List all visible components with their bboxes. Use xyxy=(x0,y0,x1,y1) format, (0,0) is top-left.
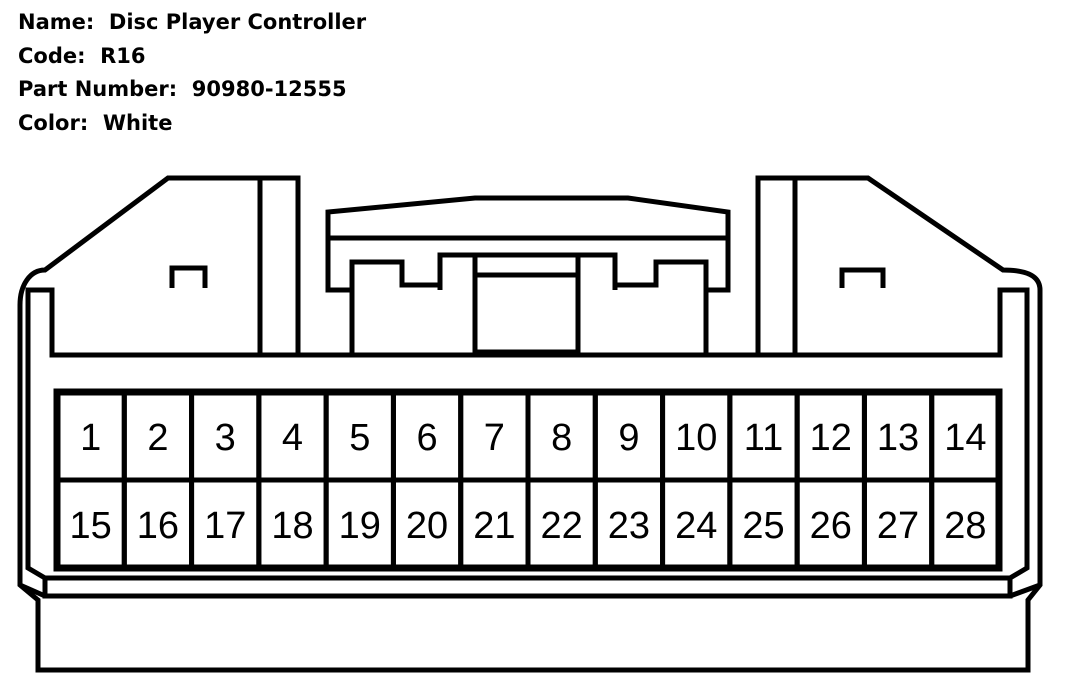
pin-cavity xyxy=(929,477,1002,571)
color-row: Color: White xyxy=(18,107,366,141)
part-number-row: Part Number: 90980-12555 xyxy=(18,73,366,107)
connector-base-right-corner xyxy=(1009,582,1041,599)
pin-number: 13 xyxy=(877,417,919,459)
connector-code: R16 xyxy=(100,43,146,68)
color-label: Color: xyxy=(18,110,89,135)
lock-right-nub xyxy=(615,259,709,290)
pin-number: 17 xyxy=(204,505,246,547)
pin-number: 22 xyxy=(541,505,583,547)
pin-number: 20 xyxy=(406,505,448,547)
pin-number: 5 xyxy=(349,417,370,459)
pin-number: 1 xyxy=(80,417,101,459)
pin-number: 11 xyxy=(744,417,783,459)
connector-name: Disc Player Controller xyxy=(108,10,367,34)
code-label: Code: xyxy=(18,43,86,68)
pin-number: 24 xyxy=(675,505,717,547)
pin-number: 23 xyxy=(608,505,650,547)
lock-latch xyxy=(472,255,581,355)
connector-color: White xyxy=(102,110,173,135)
pin-number: 21 xyxy=(473,505,515,547)
pin-number: 8 xyxy=(551,417,572,459)
right-small-tab xyxy=(839,267,886,288)
pin-number: 10 xyxy=(675,417,717,459)
part-number-label: Part Number: xyxy=(18,77,178,101)
pin-number: 19 xyxy=(339,505,381,547)
connector-inner-body xyxy=(25,287,1030,581)
connector-info: Name: Disc Player Controller Code: R16 P… xyxy=(18,6,366,140)
pin-number: 14 xyxy=(944,417,986,459)
lock-center-block xyxy=(437,252,618,290)
name-label: Name: xyxy=(18,10,95,34)
connector-base-left-corner xyxy=(18,582,47,599)
pin-number: 15 xyxy=(70,505,112,547)
pin-number: 26 xyxy=(810,505,852,547)
pin-number: 12 xyxy=(810,417,852,459)
pin-number: 4 xyxy=(282,417,303,459)
lock-left-nub xyxy=(349,259,440,290)
pin-number: 2 xyxy=(147,417,168,459)
part-number: 90980-12555 xyxy=(191,77,347,101)
pin-number: 7 xyxy=(484,417,505,459)
pin-number: 3 xyxy=(215,417,236,459)
connector-base-strip xyxy=(42,578,1013,599)
pin-number: 28 xyxy=(944,505,986,547)
left-small-tab xyxy=(169,265,208,288)
name-row: Name: Disc Player Controller xyxy=(18,6,366,40)
pin-number: 27 xyxy=(877,505,919,547)
pin-number: 25 xyxy=(742,505,784,547)
pin-number: 9 xyxy=(618,417,639,459)
pin-number: 18 xyxy=(271,505,313,547)
pin-number: 16 xyxy=(137,505,179,547)
code-row: Code: R16 xyxy=(18,40,366,74)
pin-number: 6 xyxy=(417,417,438,459)
